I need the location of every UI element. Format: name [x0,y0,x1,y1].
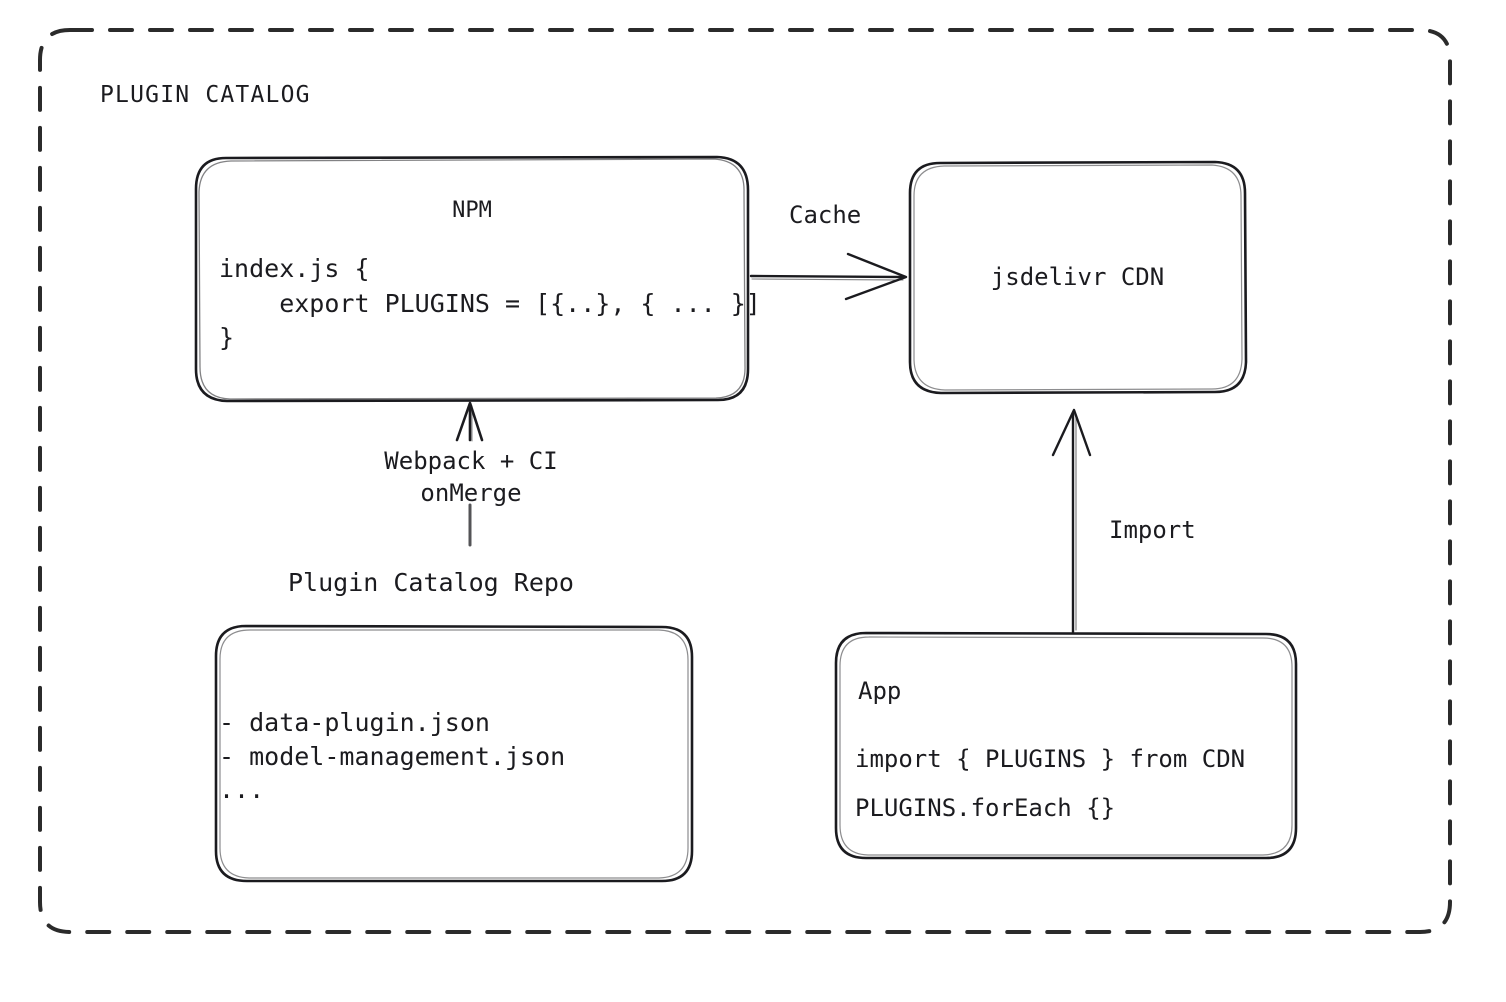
cdn-node-shape [908,160,1248,395]
edge-repo-to-npm [455,401,484,547]
repo-node-shape [214,624,694,883]
edge-npm-to-cdn [749,252,908,301]
app-node-shape [834,631,1298,860]
plugin-catalog-group-border [38,28,1452,934]
npm-node-shape [194,155,750,403]
edge-app-to-cdn [1051,408,1092,634]
